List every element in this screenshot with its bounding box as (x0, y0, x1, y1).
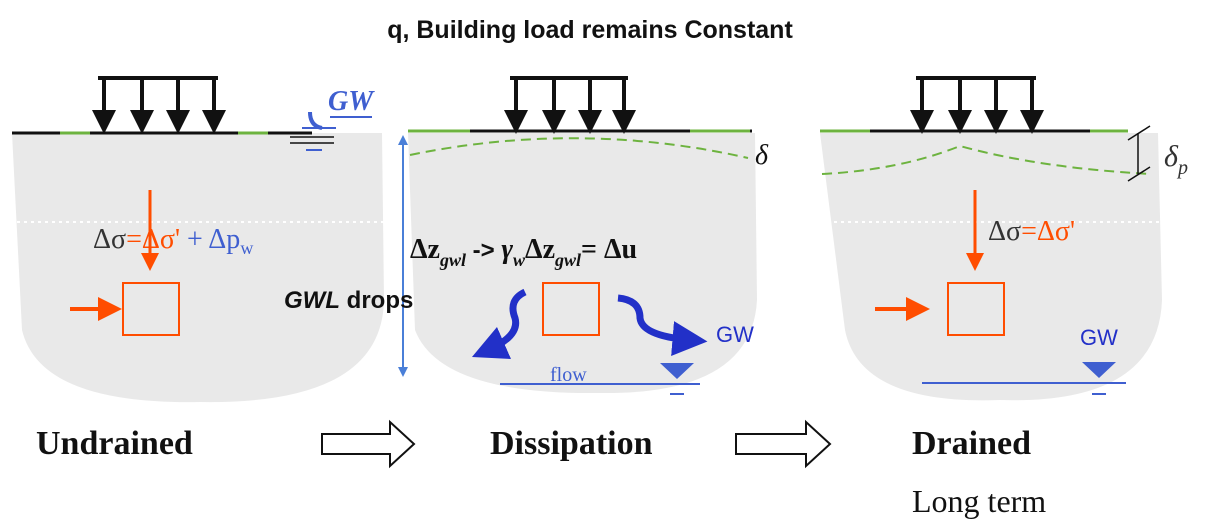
flow-arrow-icon (617, 294, 708, 356)
water-table-icon (660, 363, 694, 379)
right-arrow-icon (735, 419, 832, 469)
settlement-symbol: δ (755, 140, 769, 171)
panel-dissipation: δ Δzgwl -> γwΔzgwl= Δu GWL drops GW flow… (284, 76, 769, 462)
water-table-icon (1082, 362, 1116, 378)
building-load-icon (92, 76, 226, 134)
diagram-title: q, Building load remains Constant (387, 16, 793, 44)
soil-element (122, 282, 180, 336)
stage-sublabel-long-term: Long term (912, 483, 1046, 519)
flow-arrow-icon (471, 288, 527, 360)
soil-mass (12, 133, 384, 403)
gwl-drops-label: GWL drops (284, 287, 413, 314)
stress-equation: Δσ=Δσ' (988, 216, 1075, 247)
soil-element (947, 282, 1005, 336)
building-load-icon (504, 76, 636, 134)
settlement-curve (409, 137, 749, 159)
right-arrow-icon (321, 419, 416, 469)
water-table-icon (290, 111, 336, 151)
soil-element (542, 282, 600, 336)
gw-label: GW (328, 86, 375, 117)
flow-label: flow (550, 364, 587, 386)
building-load-icon (910, 76, 1044, 134)
stage-label-drained: Drained (912, 425, 1031, 462)
stage-label-undrained: Undrained (36, 425, 193, 462)
panel-undrained: GW Δσ=Δσ' + Δpw Undrained (10, 76, 385, 462)
pore-pressure-equation: Δzgwl -> γwΔzgwl= Δu (410, 234, 637, 270)
stress-equation: Δσ=Δσ' + Δpw (93, 224, 253, 258)
stage-label-dissipation: Dissipation (490, 425, 653, 462)
gw-label: GW (716, 322, 754, 347)
panel-drained: δp Δσ=Δσ' GW Drained Long term (820, 76, 1188, 519)
settlement-symbol: δp (1164, 140, 1188, 179)
settlement-dimension (1127, 125, 1151, 182)
settlement-curve (821, 144, 1151, 175)
soil-mass (820, 133, 1162, 401)
gw-label: GW (1080, 325, 1118, 350)
